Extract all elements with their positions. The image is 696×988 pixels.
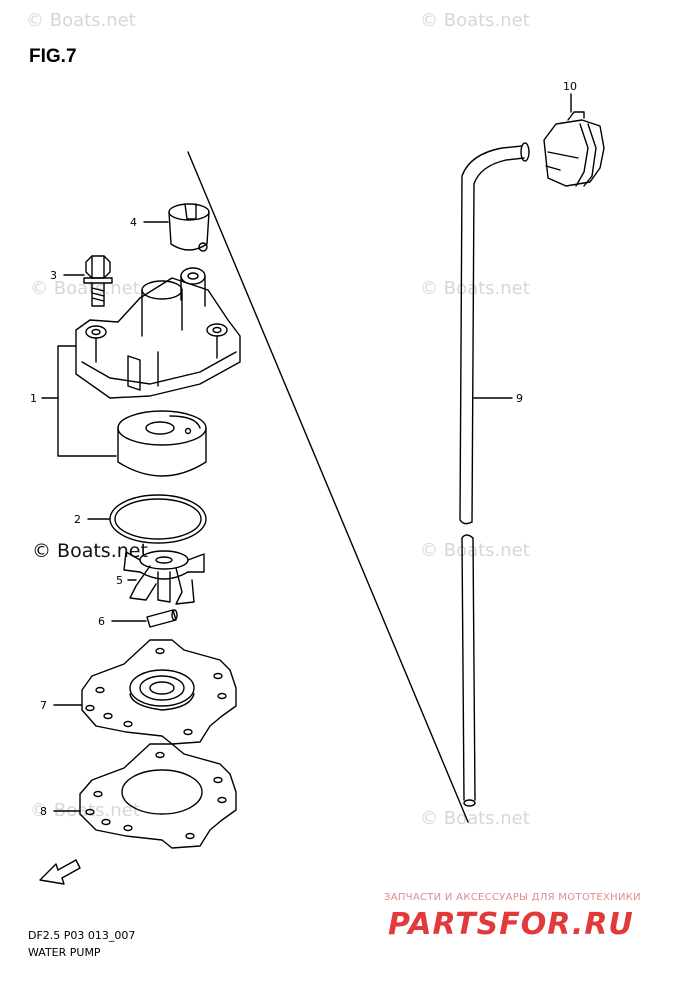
part-1-bracket	[57, 345, 117, 457]
watermark: © Boats.net	[420, 278, 530, 299]
callout-8: 8	[40, 805, 47, 818]
watermark: © Boats.net	[26, 10, 136, 31]
callout-7: 7	[40, 699, 47, 712]
figure-title: FIG.7	[29, 46, 77, 67]
part-10-grommet	[543, 111, 605, 187]
watermark: © Boats.net	[420, 808, 530, 829]
brand-logo[interactable]: PARTSFOR.RU	[388, 907, 634, 942]
figure-caption: WATER PUMP	[28, 946, 101, 959]
part-5-impeller	[123, 550, 205, 605]
callout-9: 9	[516, 392, 523, 405]
watermark: © Boats.net	[30, 800, 140, 821]
part-4-sleeve	[168, 203, 210, 252]
part-9-water-tube	[459, 142, 530, 807]
watermark: © Boats.net	[420, 540, 530, 561]
callout-5: 5	[116, 574, 123, 587]
callout-4: 4	[130, 216, 137, 229]
part-1-pump-liner	[117, 410, 207, 477]
part-1-pump-housing	[75, 267, 241, 399]
fwd-arrow-icon	[39, 859, 81, 885]
figure-code: DF2.5 P03 013_007	[28, 929, 136, 942]
part-3-bolt	[83, 255, 113, 307]
part-8-gasket	[79, 743, 237, 849]
part-6-pin	[146, 609, 178, 628]
watermark: © Boats.net	[420, 10, 530, 31]
callout-3: 3	[50, 269, 57, 282]
reference-line	[187, 151, 469, 823]
brand-subtitle: ЗАПЧАСТИ И АКСЕССУАРЫ ДЛЯ МОТОТЕХНИКИ	[384, 892, 641, 903]
part-7-plate	[81, 639, 237, 745]
callout-1: 1	[30, 392, 37, 405]
callout-6: 6	[98, 615, 105, 628]
callout-10: 10	[563, 80, 577, 93]
part-2-o-ring	[109, 494, 207, 544]
watermark-dark: © Boats.net	[32, 540, 148, 562]
callout-2: 2	[74, 513, 81, 526]
